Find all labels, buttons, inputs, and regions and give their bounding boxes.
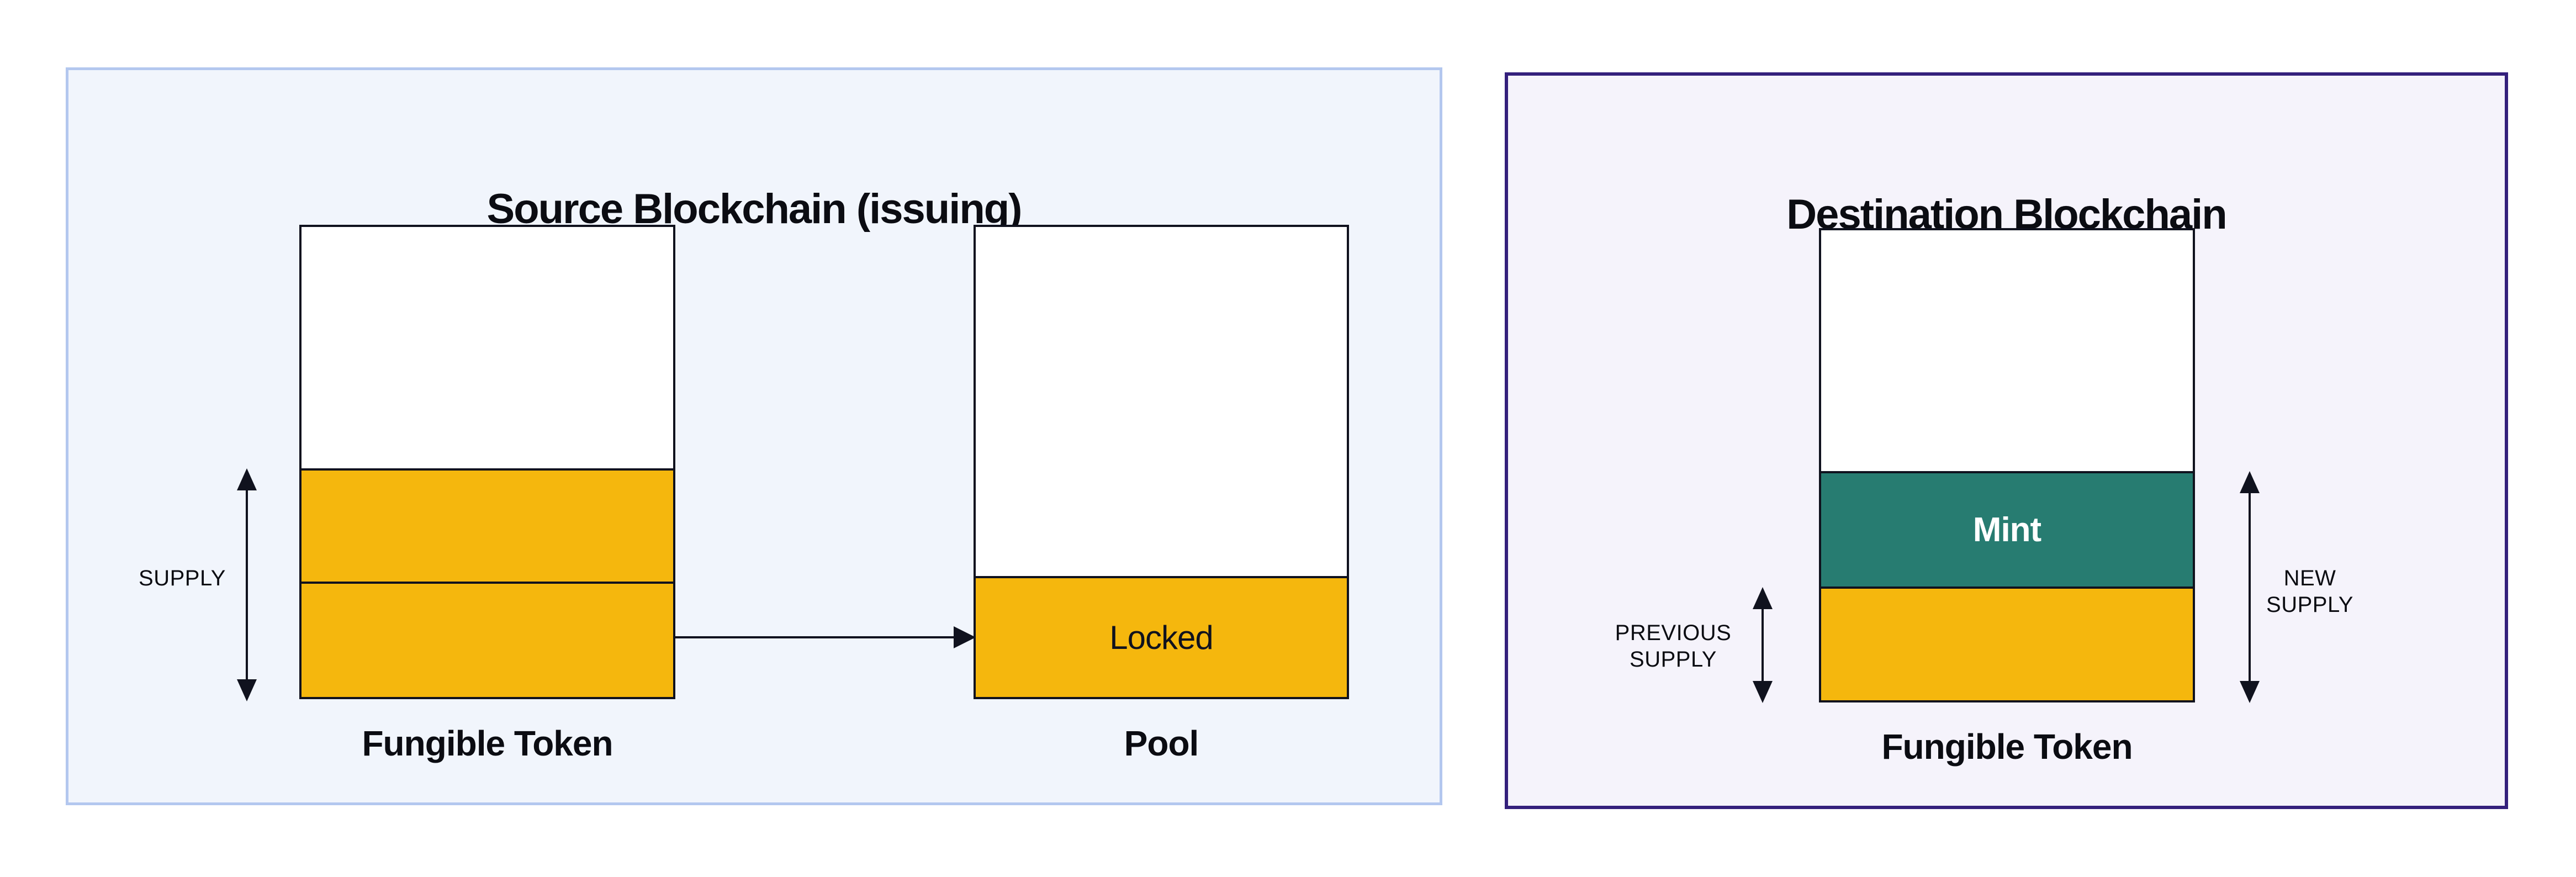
source-fungible-token-caption: Fungible Token <box>362 723 613 763</box>
source-supply-lower-section <box>301 582 673 697</box>
source-fungible-token-box <box>299 225 675 699</box>
arrowhead-down-icon <box>1753 681 1773 703</box>
previous-supply-label-line1: PREVIOUS <box>1615 621 1732 645</box>
destination-unfilled-section <box>1821 230 2193 471</box>
pool-caption: Pool <box>1124 723 1199 763</box>
source-supply-upper-section <box>301 468 673 582</box>
arrow-line <box>1762 604 1764 686</box>
previous-supply-section <box>1821 587 2193 700</box>
arrow-line <box>2249 488 2251 686</box>
new-supply-label: NEW SUPPLY <box>2227 565 2393 618</box>
new-supply-label-line2: SUPPLY <box>2266 593 2353 617</box>
source-unfilled-section <box>301 227 673 468</box>
previous-supply-label: PREVIOUS SUPPLY <box>1590 620 1756 673</box>
destination-fungible-token-caption: Fungible Token <box>1881 727 2133 767</box>
previous-supply-range-arrow <box>1752 587 1774 703</box>
arrowhead-right-icon <box>954 626 976 648</box>
new-supply-label-line1: NEW <box>2283 566 2336 590</box>
previous-supply-label-line2: SUPPLY <box>1630 647 1717 672</box>
arrowhead-down-icon <box>237 679 257 701</box>
source-blockchain-title: Source Blockchain (issuing) <box>486 186 1023 233</box>
new-supply-range-arrow <box>2239 471 2261 703</box>
arrowhead-down-icon <box>2240 681 2260 703</box>
mint-section: Mint <box>1821 471 2193 587</box>
lock-transfer-arrow <box>675 625 976 649</box>
supply-range-arrow <box>236 468 258 701</box>
pool-locked-section: Locked <box>976 576 1347 697</box>
pool-box: Locked <box>974 225 1349 699</box>
mint-label: Mint <box>1972 511 2041 549</box>
supply-label: SUPPLY <box>139 566 226 590</box>
pool-unfilled-section <box>976 227 1347 576</box>
destination-fungible-token-box: Mint <box>1819 228 2195 702</box>
arrow-line <box>246 485 248 685</box>
locked-label: Locked <box>1109 619 1213 656</box>
arrow-line <box>675 636 958 638</box>
